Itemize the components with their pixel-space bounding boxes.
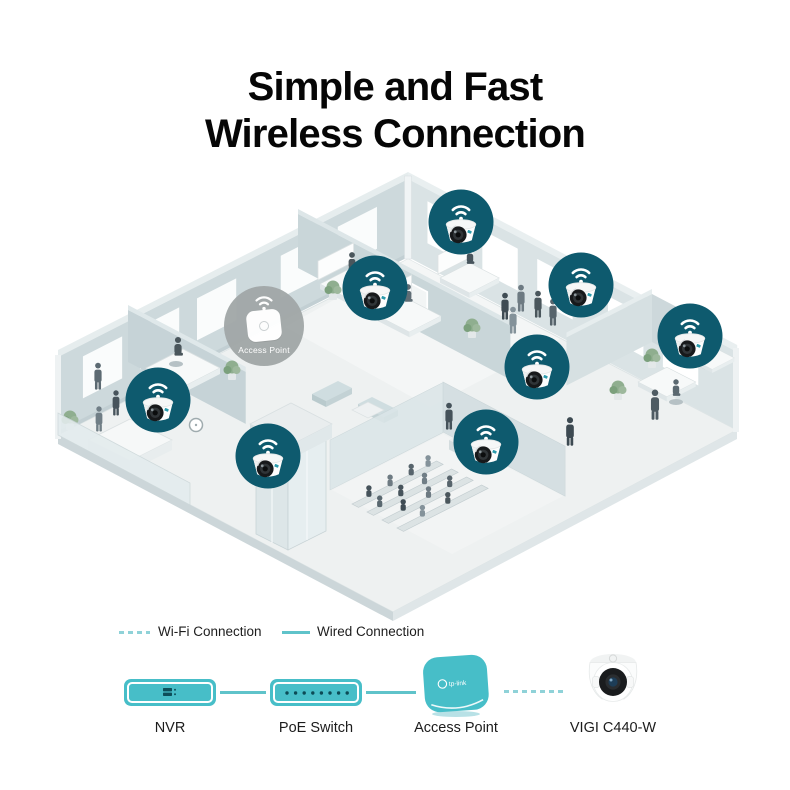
access-point-badge: Access Point: [224, 286, 304, 366]
wifi-icon: [571, 268, 591, 279]
turret-camera-icon: [674, 333, 706, 358]
page-title-line2: Wireless Connection: [204, 112, 586, 157]
nvr-to-switch-line: [220, 691, 266, 694]
front-parapet: [57, 412, 191, 506]
turret-camera-icon: [252, 453, 284, 478]
wifi-icon: [527, 350, 547, 361]
left-office: [94, 336, 241, 394]
wifi-connection-line-sample: [119, 631, 150, 634]
wifi-icon: [451, 205, 471, 216]
access-point-label: Access Point: [414, 720, 498, 736]
wifi-icon: [258, 439, 278, 450]
page-title: Simple and Fast Wireless Connection: [0, 64, 790, 158]
access-point-legend-icon: tp-link: [423, 654, 489, 717]
wireless-camera-badge: [125, 367, 191, 433]
tp-link-logo-text: tp-link: [449, 680, 468, 688]
wifi-icon: [148, 383, 168, 394]
wireless-camera-badge: [428, 189, 494, 255]
nvr-label: NVR: [154, 720, 186, 736]
tp-link-logo-roundel: [608, 654, 618, 663]
ap-to-camera-wifi-line: [504, 690, 566, 693]
turret-camera-icon: [142, 397, 174, 422]
nvr-front-panel: [127, 682, 213, 703]
wifi-icon: [365, 271, 385, 282]
wifi-icon: [476, 425, 496, 436]
turret-camera-icon: [445, 219, 477, 244]
wired-connection-label: Wired Connection: [317, 624, 425, 639]
poe-switch-ports-icon: [285, 690, 349, 695]
wireless-camera-badge: [342, 255, 408, 321]
switch-to-ap-line: [366, 691, 416, 694]
turret-camera-icon: [470, 439, 502, 464]
vigi-camera-legend-icon: [588, 654, 638, 702]
nvr-device: [124, 679, 216, 706]
poe-switch-label: PoE Switch: [278, 720, 354, 736]
poe-switch-front-panel: [273, 682, 359, 703]
turret-camera-icon: [565, 282, 597, 307]
turret-camera-icon: [521, 364, 553, 389]
lounge: [312, 381, 398, 423]
wireless-camera-badge: [504, 334, 570, 400]
access-point-device-icon: [245, 308, 283, 343]
wired-connection-line-sample: [282, 631, 310, 634]
wireless-camera-badge: [657, 303, 723, 369]
wireless-camera-badge: [548, 252, 614, 318]
page-title-line1: Simple and Fast: [247, 65, 544, 109]
tp-link-logo: [258, 320, 270, 332]
right-wing-offices: [566, 338, 735, 446]
turret-camera-icon: [359, 285, 391, 310]
office-floorplan-illustration: [55, 172, 739, 621]
wifi-icon: [680, 319, 700, 330]
vigi-camera-label: VIGI C440-W: [569, 720, 657, 736]
wireless-camera-badge: [235, 423, 301, 489]
nvr-icon: [163, 688, 176, 696]
access-point-badge-label: Access Point: [238, 345, 290, 355]
wireless-camera-badge: [453, 409, 519, 475]
wifi-connection-label: Wi-Fi Connection: [158, 624, 262, 639]
poe-switch-device: [270, 679, 362, 706]
